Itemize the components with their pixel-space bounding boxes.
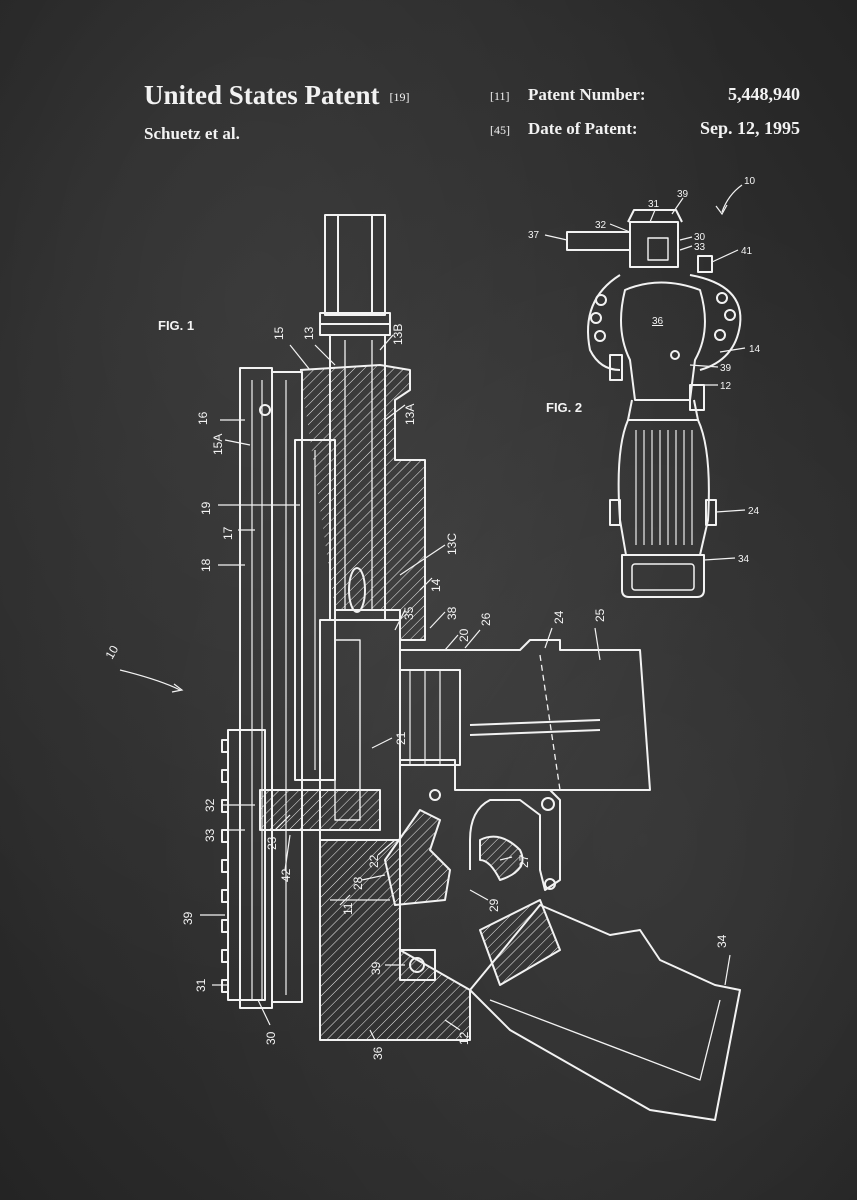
fig1-label-15a: 15A [211, 434, 225, 455]
fig1-label-32: 32 [203, 798, 217, 812]
fig2-body [620, 281, 706, 401]
fig1-label-21: 21 [394, 731, 408, 745]
fig1-label-13c: 13C [445, 533, 459, 555]
fig1-drawing [221, 214, 741, 1121]
fig1-label-30: 30 [264, 1031, 278, 1045]
fig2-label-34: 34 [738, 554, 750, 565]
patent-number-row: [11] Patent Number: 5,448,940 [490, 84, 800, 105]
fig1-label-12: 12 [457, 1031, 471, 1045]
fig1-label-19: 19 [199, 501, 213, 515]
fig2-drawing [566, 209, 742, 598]
fig2-label-24: 24 [748, 506, 760, 517]
fig1-label-39b: 39 [369, 961, 383, 975]
fig1-label-36: 36 [371, 1046, 385, 1060]
fig1-label-27: 27 [517, 854, 531, 868]
fig1-label-28: 28 [351, 876, 365, 890]
fig2-label-37: 37 [528, 230, 540, 241]
patent-title: United States Patent[19] [144, 80, 410, 110]
fig1-label-10: 10 [102, 643, 121, 662]
fig2-rod [566, 231, 631, 251]
inventors: Schuetz et al. [144, 124, 240, 143]
patent-date-row: [45] Date of Patent: Sep. 12, 1995 [490, 118, 800, 139]
fig1-label-17: 17 [221, 526, 235, 540]
fig1-labels: FIG. 1 10 15 13 13B 16 15A 13A 19 17 18 … [102, 318, 729, 1060]
fig2-label-31: 31 [648, 199, 660, 210]
fig1-magazine [399, 639, 651, 791]
fig2-label-12: 12 [720, 381, 732, 392]
fig2-label-30: 30 [694, 232, 706, 243]
fig1-rail [227, 729, 266, 1001]
fig1-label-22: 22 [367, 854, 381, 868]
fig2-label-32: 32 [595, 220, 607, 231]
fig2-label-39a: 39 [677, 189, 689, 200]
patent-number-ref: [11] [490, 89, 510, 103]
fig2-label-33: 33 [694, 242, 706, 253]
fig1-label-25: 25 [593, 608, 607, 622]
fig1-muzzle [324, 214, 386, 316]
fig2-label-14: 14 [749, 344, 761, 355]
patent-date: Sep. 12, 1995 [699, 118, 800, 138]
fig1-label-20: 20 [457, 628, 471, 642]
fig2-label-41: 41 [741, 246, 753, 257]
fig1-label-35: 35 [402, 606, 416, 620]
fig1-label-29: 29 [487, 898, 501, 912]
fig1-label-31: 31 [194, 978, 208, 992]
fig1-trigger [479, 835, 524, 881]
fig2-label-39b: 39 [720, 363, 732, 374]
patent-number-label: Patent Number: [528, 85, 646, 104]
patent-number: 5,448,940 [728, 84, 800, 104]
fig1-label-14: 14 [429, 578, 443, 592]
fig1-grip [469, 904, 741, 1121]
title-ref: [19] [389, 90, 410, 105]
fig1-trigger-guard [460, 789, 561, 891]
fig1-label-23: 23 [265, 836, 279, 850]
date-label: Date of Patent: [528, 119, 638, 138]
fig1-label-16: 16 [196, 411, 210, 425]
fig1-label-13: 13 [302, 326, 316, 340]
fig1-label-13b: 13B [391, 324, 405, 345]
fig2-label-10: 10 [744, 176, 756, 187]
date-ref: [45] [490, 123, 510, 137]
fig1-front-tube [239, 367, 273, 1009]
fig2-base-cap [621, 554, 705, 598]
fig2-label-36: 36 [652, 316, 664, 327]
fig1-label-26: 26 [479, 612, 493, 626]
fig2-labels: FIG. 2 10 31 39 37 32 30 33 41 36 14 39 … [528, 176, 761, 565]
fig1-title: FIG. 1 [158, 318, 194, 333]
fig1-label-42: 42 [279, 868, 293, 882]
fig1-label-18: 18 [199, 558, 213, 572]
fig1-label-13a: 13A [403, 404, 417, 425]
fig1-label-34: 34 [715, 934, 729, 948]
fig1-label-15: 15 [272, 326, 286, 340]
fig1-label-39a: 39 [181, 911, 195, 925]
fig1-label-24: 24 [552, 610, 566, 624]
fig1-label-33: 33 [203, 828, 217, 842]
fig1-label-38: 38 [445, 606, 459, 620]
fig1-label-11: 11 [341, 902, 355, 915]
fig2-title: FIG. 2 [546, 400, 582, 415]
